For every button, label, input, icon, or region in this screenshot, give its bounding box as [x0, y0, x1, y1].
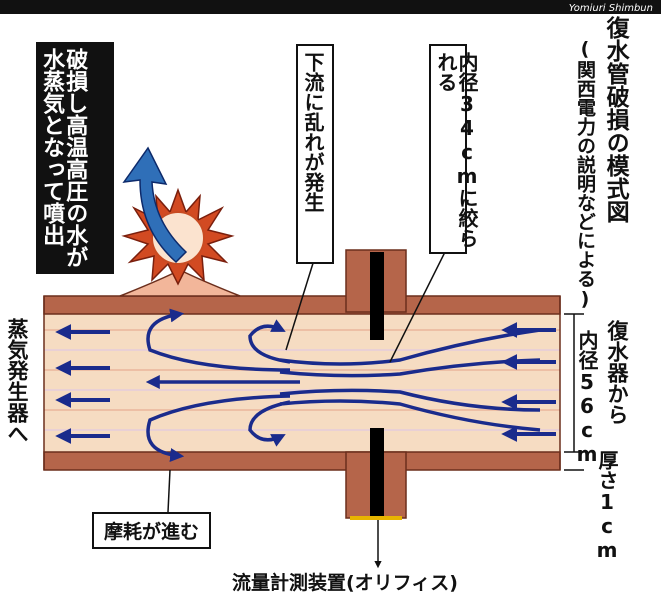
pipe-wall-bottom — [43, 451, 561, 471]
interior-streaks — [44, 329, 560, 431]
steam-arrow-icon — [122, 146, 188, 264]
callout-narrowing-text: 内径34cmに絞られる — [434, 52, 479, 248]
burst-label-box: 破損し高温高圧の水が水蒸気となって噴出 — [36, 42, 114, 274]
top-banner — [0, 0, 661, 14]
callout-narrowing: 内径34cmに絞られる — [429, 44, 479, 254]
burst-label: 破損し高温高圧の水が水蒸気となって噴出 — [39, 48, 88, 268]
callout-turbulence: 下流に乱れが発生 — [296, 44, 334, 264]
callout-turbulence-text: 下流に乱れが発生 — [301, 52, 325, 212]
pipe-interior — [44, 312, 560, 452]
inner-diameter-dimension — [564, 313, 584, 471]
wear-label: 摩耗が進む — [92, 512, 212, 549]
orifice-plate-top — [370, 252, 384, 340]
thickness-label: 厚さ1cm — [595, 450, 619, 562]
outlet-label: 蒸気発生器へ — [5, 318, 30, 444]
credit-text: Yomiuri Shimbun — [568, 3, 653, 14]
leader-lines — [167, 249, 447, 569]
flow-lines — [145, 308, 541, 462]
inlet-label: 復水器から — [605, 320, 630, 425]
orifice-plate-bottom — [370, 428, 384, 518]
outlet-arrows — [55, 324, 110, 444]
inlet-arrows — [501, 322, 556, 442]
diagram-title: 復水管破損の模式図 — [602, 16, 629, 223]
inner-diameter-label: 内径56cm — [575, 330, 599, 466]
diagram-subtitle: (関西電力の説明などによる) — [573, 38, 596, 310]
orifice-label: 流量計測装置(オリフィス) — [232, 572, 458, 594]
